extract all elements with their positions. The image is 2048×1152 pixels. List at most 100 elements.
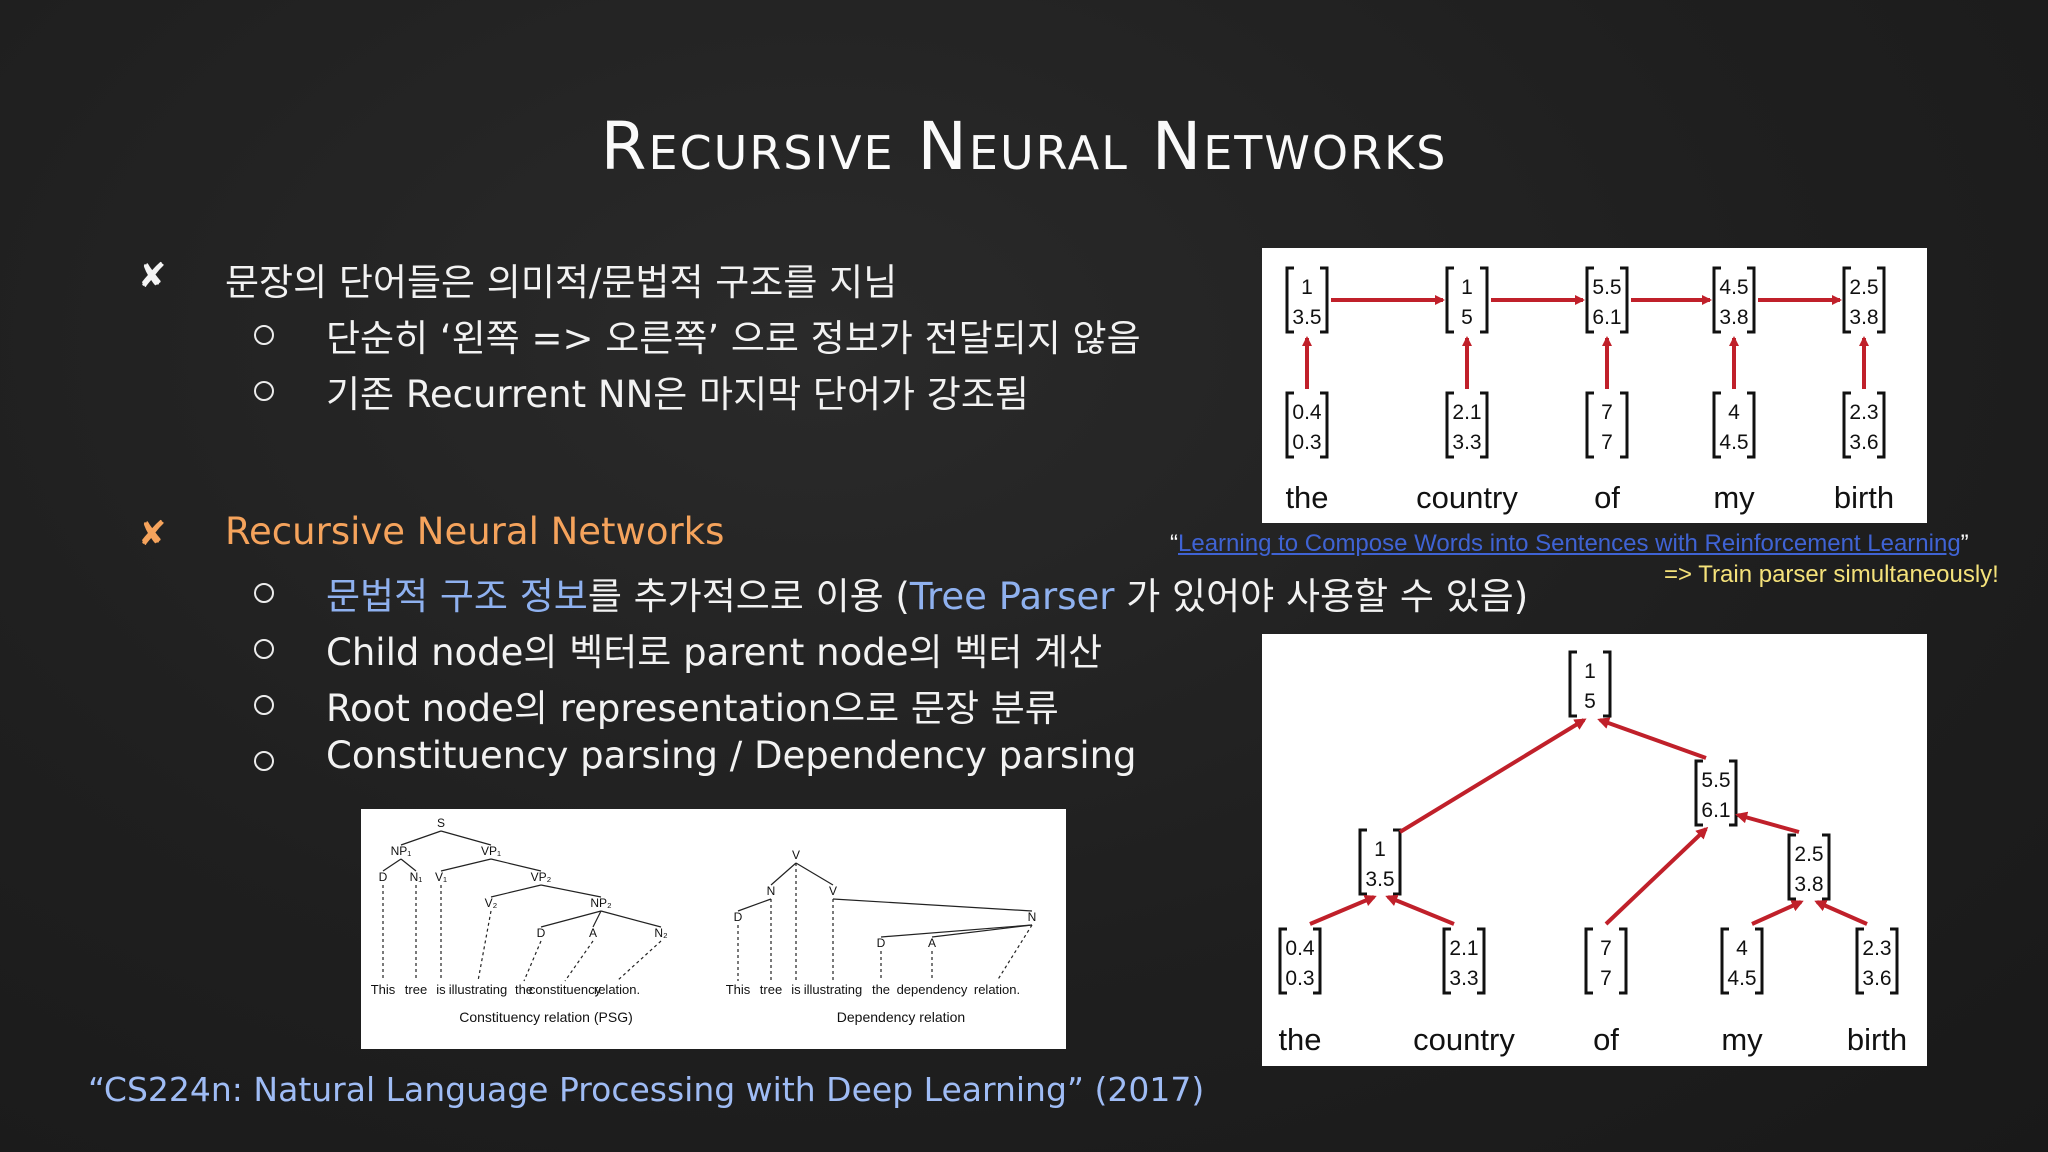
vector-bracket-left — [1855, 927, 1864, 995]
input-vector: 44.5 — [1712, 391, 1756, 459]
vector-bracket-right — [1477, 927, 1486, 995]
circle-bullet-icon — [254, 751, 274, 771]
constituent-label: VP₂ — [531, 870, 552, 884]
sentence-word: relation. — [594, 982, 640, 997]
vector-value: 0.4 — [1285, 937, 1315, 960]
vector-value: 7 — [1600, 967, 1612, 990]
circle-bullet-icon — [254, 695, 274, 715]
tree-parser-highlight: Tree Parser — [909, 575, 1115, 618]
vector-bracket-left — [1720, 927, 1729, 995]
vector-value: 4 — [1736, 937, 1748, 960]
composition-arrow — [1385, 894, 1455, 926]
tree-edge — [400, 830, 442, 846]
bullet-2-sub-1: 문법적 구조 정보를 추가적으로 이용 (Tree Parser 가 있어야 사… — [326, 566, 1528, 620]
sentence-word: This — [371, 982, 396, 997]
vector-value: 7 — [1601, 401, 1613, 424]
sentence-word: the — [872, 982, 890, 997]
dependency-label: A — [928, 936, 936, 950]
vector-bracket-left — [1787, 833, 1796, 901]
dependency-label: V — [829, 884, 837, 898]
vector-value: 0.3 — [1292, 431, 1321, 454]
vector-value: 5 — [1461, 306, 1473, 329]
circle-bullet-icon — [254, 325, 274, 345]
vector-bracket-left — [1585, 266, 1594, 334]
vector-value: 7 — [1600, 937, 1612, 960]
input-vector: 0.40.3 — [1285, 391, 1329, 459]
tree-edge — [490, 884, 542, 898]
leaf-vector: 2.33.6 — [1855, 927, 1899, 995]
leaf-vector: 2.13.3 — [1442, 927, 1486, 995]
vector-value: 3.6 — [1862, 967, 1891, 990]
vector-value: 0.3 — [1285, 967, 1314, 990]
vector-bracket-right — [1747, 266, 1756, 334]
syntax-info-highlight: 문법적 구조 정보 — [326, 575, 588, 618]
vector-value: 0.4 — [1292, 401, 1322, 424]
word-label: birth — [1834, 480, 1894, 515]
bullet-1-sub-1: 단순히 ‘왼쪽 => 오른쪽’ 으로 정보가 전달되지 않음 — [326, 317, 1141, 360]
sentence-word: the — [515, 982, 533, 997]
node-vector: 5.56.1 — [1694, 759, 1738, 827]
vector-value: 2.5 — [1849, 276, 1878, 299]
leaf-vector: 0.40.3 — [1278, 927, 1322, 995]
sentence-word: tree — [760, 982, 782, 997]
constituent-label: N₁ — [410, 870, 423, 884]
sentence-word: is — [791, 982, 801, 997]
composition-arrow — [1597, 717, 1707, 760]
word-label: of — [1594, 480, 1620, 515]
vector-bracket-right — [1755, 927, 1764, 995]
tree-edge — [616, 940, 662, 982]
vector-value: 4.5 — [1719, 431, 1748, 454]
composition-arrow — [1751, 900, 1804, 926]
bullet-2-text: Recursive Neural Networks — [225, 510, 725, 553]
hidden-vector: 4.53.8 — [1712, 266, 1756, 334]
vector-bracket-left — [1584, 927, 1593, 995]
hidden-vector: 13.5 — [1285, 266, 1329, 334]
bullet-2-sub-1-part-d: 가 있어야 사용할 수 있음) — [1114, 575, 1529, 618]
node-vector: 2.53.8 — [1787, 833, 1831, 901]
tree-edge — [880, 924, 1033, 938]
cross-icon: ✘ — [138, 514, 167, 554]
vector-value: 1 — [1461, 276, 1473, 299]
tree-edge — [564, 940, 594, 982]
sentence-word: This — [726, 982, 751, 997]
vector-bracket-right — [1890, 927, 1899, 995]
constituent-label: V₂ — [485, 896, 498, 910]
vector-value: 1 — [1374, 838, 1386, 861]
recurrent-chain-diagram: 13.5155.56.14.53.82.53.80.40.32.13.37744… — [1285, 266, 1894, 515]
vector-bracket-left — [1842, 391, 1851, 459]
composition-arrow — [1814, 900, 1868, 926]
constituent-label: NP₂ — [590, 896, 612, 910]
reference-link[interactable]: Learning to Compose Words into Sentences… — [1178, 530, 1961, 557]
tree-edge — [440, 830, 492, 846]
vector-value: 3.5 — [1365, 868, 1394, 891]
cross-icon: ✘ — [138, 256, 167, 296]
tree-edge — [770, 862, 797, 886]
hidden-vector: 5.56.1 — [1585, 266, 1629, 334]
constituent-label: D — [379, 870, 388, 884]
vector-bracket-right — [1822, 833, 1831, 901]
word-label: birth — [1847, 1022, 1907, 1057]
vector-value: 5 — [1584, 690, 1596, 713]
vector-value: 7 — [1601, 431, 1613, 454]
root-vector: 15 — [1568, 650, 1612, 718]
vector-bracket-right — [1877, 266, 1886, 334]
vector-value: 1 — [1301, 276, 1313, 299]
vector-bracket-right — [1480, 391, 1489, 459]
vector-value: 6.1 — [1592, 306, 1621, 329]
tree-edge — [996, 924, 1033, 982]
vector-bracket-right — [1393, 828, 1402, 896]
word-label: country — [1416, 480, 1518, 515]
leaf-vector: 44.5 — [1720, 927, 1764, 995]
leaf-vector: 77 — [1584, 927, 1628, 995]
vector-value: 2.1 — [1452, 401, 1481, 424]
tree-edge — [592, 910, 602, 928]
vector-bracket-left — [1445, 266, 1454, 334]
vector-bracket-left — [1842, 266, 1851, 334]
circle-bullet-icon — [254, 583, 274, 603]
tree-edge — [795, 862, 834, 886]
vector-value: 3.3 — [1452, 431, 1481, 454]
